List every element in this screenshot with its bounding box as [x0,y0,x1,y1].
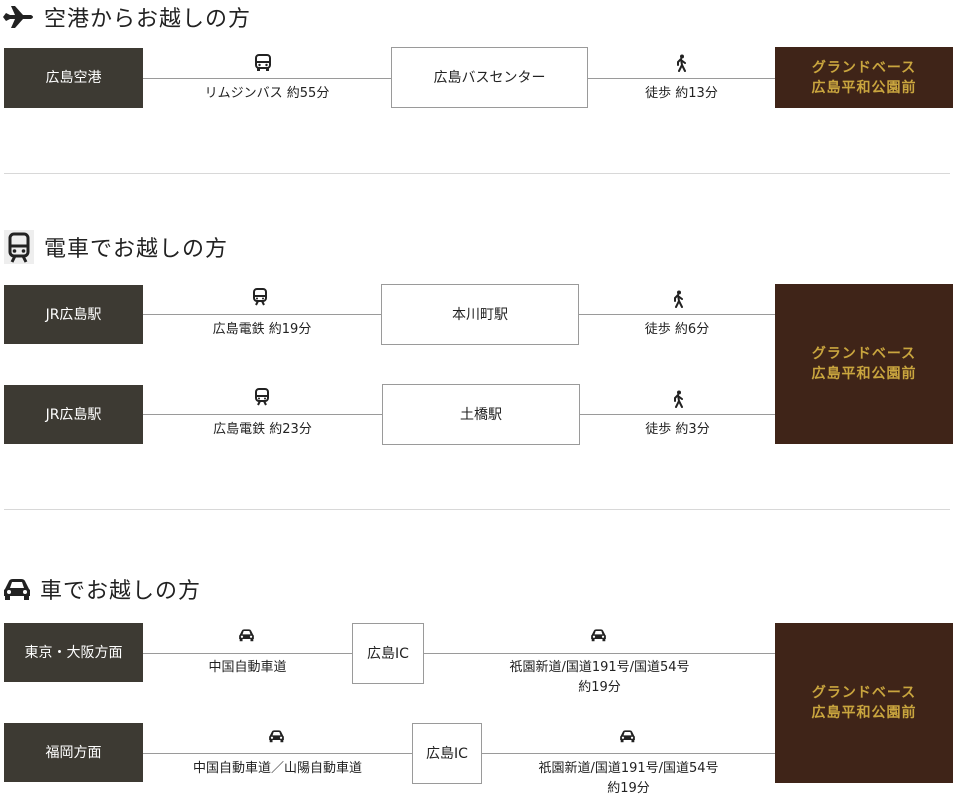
origin-jr-hiroshima-station: JR広島駅 [4,385,143,444]
airplane-icon [3,6,33,28]
leg-route-names: 祇園新道/国道191号/国道54号 [538,761,719,776]
car-icon [591,629,606,642]
destination-line1: グランドベース [811,346,917,362]
origin-fukuoka: 福岡方面 [4,723,143,782]
transfer-label: 広島IC [367,645,409,662]
origin-label: 福岡方面 [45,744,102,761]
section-title-car: 車でお越しの方 [2,574,201,604]
tram-icon [255,388,269,406]
transfer-honkawacho-station: 本川町駅 [381,284,579,345]
origin-label: JR広島駅 [45,306,102,323]
transfer-hiroshima-ic: 広島IC [412,723,482,784]
section-divider [4,509,950,510]
leg-walk: 徒歩 約3分 [645,422,710,437]
route-line [143,653,352,654]
destination-line2: 広島平和公園前 [811,79,917,96]
leg-local-roads: 祇園新道/国道191号/国道54号 約19分 [482,759,775,795]
leg-hiroden: 広島電鉄 約23分 [213,422,312,437]
origin-label: 東京・大阪方面 [24,644,123,661]
route-line [143,314,381,315]
transfer-label: 広島IC [426,745,468,762]
route-line [143,753,412,754]
transfer-hiroshima-ic: 広島IC [352,623,424,684]
route-line [424,653,775,654]
origin-hiroshima-airport: 広島空港 [4,48,143,108]
walking-icon [677,54,686,72]
tram-icon [4,230,34,264]
route-line [143,78,391,79]
car-icon [269,730,284,743]
route-line [579,314,775,315]
transfer-hiroshima-bus-center: 広島バスセンター [391,47,588,108]
transfer-dobashi-station: 土橋駅 [382,384,580,445]
section-divider [4,173,950,174]
destination-line2: 広島平和公園前 [811,705,917,721]
origin-jr-hiroshima-station: JR広島駅 [4,285,143,344]
destination-grandbase: グランドベース 広島平和公園前 [775,284,953,444]
destination-line1: グランドベース [811,685,917,701]
bus-icon [255,54,271,71]
destination-grandbase: グランドベース 広島平和公園前 [775,623,953,783]
leg-duration: 約19分 [607,781,650,795]
section-title-text: 電車でお越しの方 [44,237,229,262]
walking-icon [674,390,683,408]
route-line [588,78,775,79]
leg-duration: 約19分 [578,680,621,695]
origin-label: JR広島駅 [45,406,102,423]
tram-icon [253,288,267,306]
origin-tokyo-osaka: 東京・大阪方面 [4,623,143,682]
car-icon [4,579,30,600]
leg-chugoku-expressway: 中国自動車道 [208,660,287,675]
section-title-airport: 空港からお越しの方 [2,2,251,32]
section-title-text: 車でお越しの方 [40,579,202,604]
car-icon [239,629,254,642]
leg-limousine-bus: リムジンバス 約55分 [204,86,330,101]
destination-line2: 広島平和公園前 [811,366,917,382]
transfer-label: 本川町駅 [452,306,508,323]
destination-grandbase: グランドベース 広島平和公園前 [775,47,953,108]
leg-chugoku-sanyo-expressway: 中国自動車道／山陽自動車道 [192,761,362,776]
transfer-label: 土橋駅 [460,406,502,423]
route-line [482,753,775,754]
leg-local-roads: 祇園新道/国道191号/国道54号 約19分 [424,658,775,698]
car-icon [620,730,635,743]
route-line [143,414,382,415]
leg-walk: 徒歩 約13分 [645,86,718,101]
leg-route-names: 祇園新道/国道191号/国道54号 [509,660,690,675]
walking-icon [674,290,683,308]
section-title-train: 電車でお越しの方 [2,230,229,264]
destination-line1: グランドベース [811,59,917,76]
section-title-text: 空港からお越しの方 [44,7,252,32]
leg-hiroden: 広島電鉄 約19分 [212,322,312,337]
origin-label: 広島空港 [45,70,102,86]
route-line [580,414,775,415]
leg-walk: 徒歩 約6分 [644,322,710,337]
transfer-label: 広島バスセンター [433,69,546,86]
